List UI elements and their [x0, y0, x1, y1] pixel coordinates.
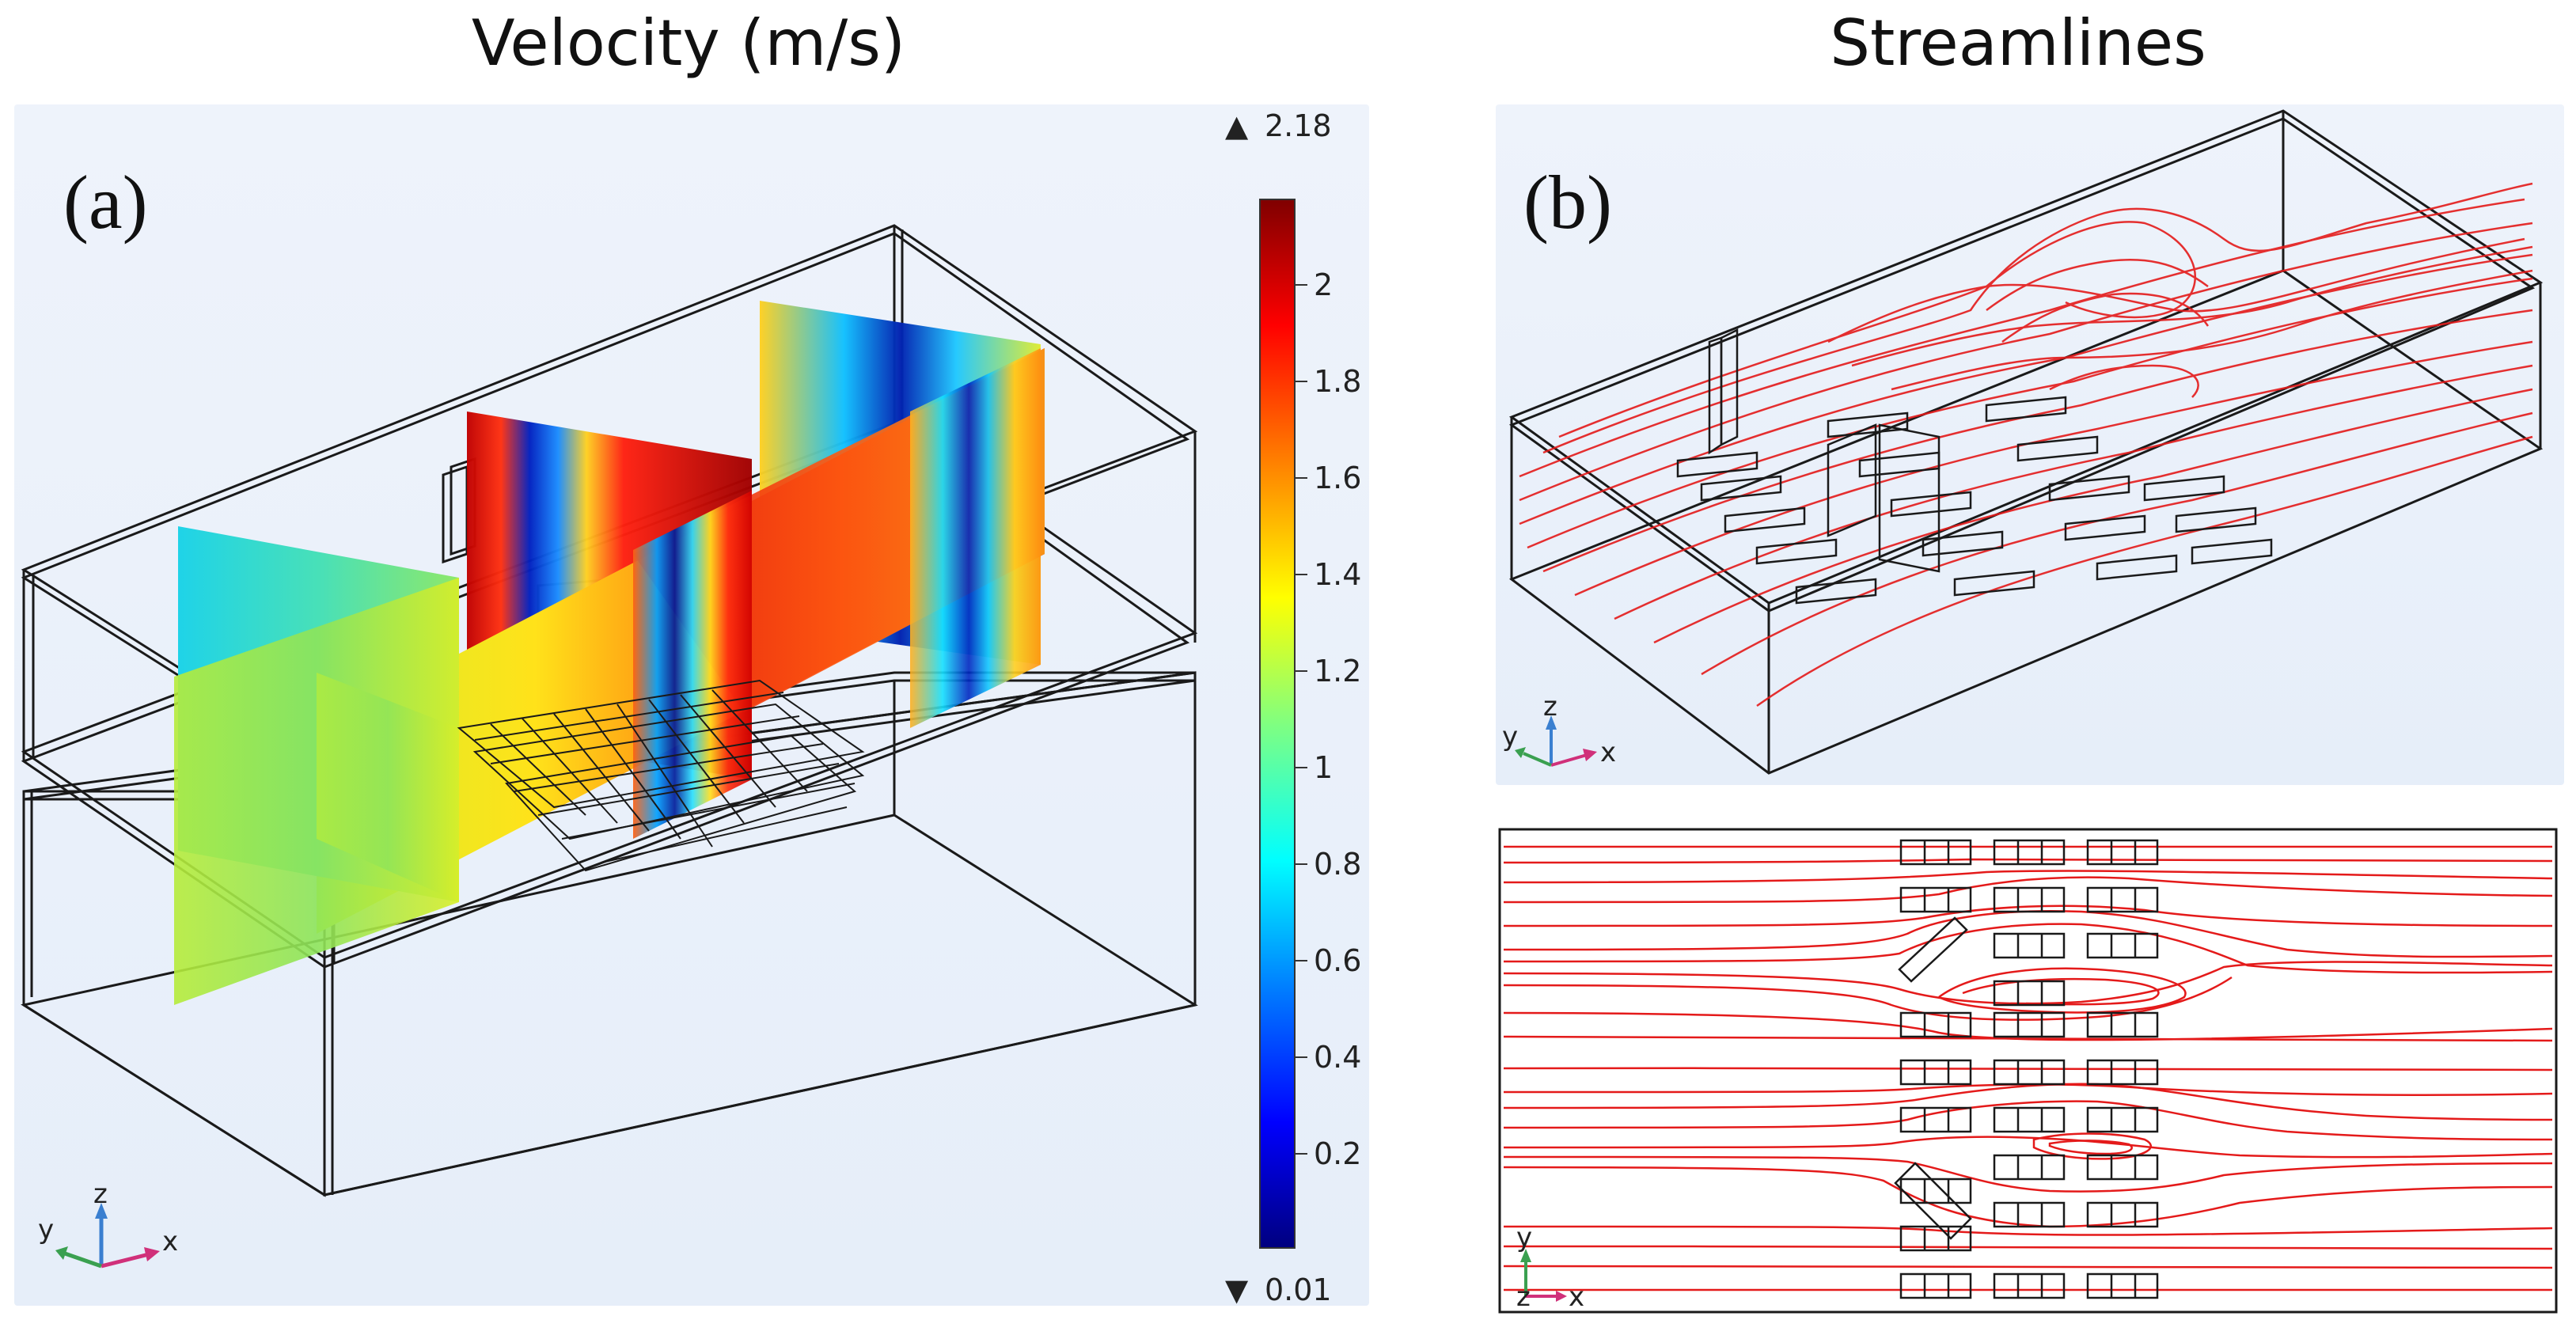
streamlines-plan-view: y z x [1498, 828, 2558, 1314]
streamlines [1519, 182, 2533, 707]
axis-x-label: x [1600, 737, 1616, 768]
colorbar-tick-label: 0.6 [1314, 943, 1361, 978]
channel-box [1508, 109, 2544, 775]
plan-streamlines [1503, 845, 2553, 1291]
colorbar-tick-label: 1 [1314, 750, 1333, 785]
axis-z-label: z [1543, 691, 1557, 722]
colorbar-tick-label: 2 [1314, 267, 1333, 302]
streamlines-3d-panel [1496, 104, 2564, 785]
slice-left-face [317, 673, 459, 902]
panel-a-letter: (a) [63, 160, 148, 245]
colorbar-tick-label: 1.4 [1314, 557, 1361, 592]
colorbar-max-marker: ▲ [1225, 108, 1249, 143]
building-blocks [1676, 328, 2273, 605]
velocity-slices [174, 301, 1045, 1005]
plan-building-grid [1894, 839, 2159, 1299]
colorbar-tick-label: 0.4 [1314, 1040, 1361, 1075]
axis-y-label: y [38, 1214, 54, 1246]
axis-z-label: z [93, 1178, 108, 1210]
colorbar-max-label: 2.18 [1265, 108, 1332, 143]
axis-y-label: y [1516, 1222, 1532, 1253]
velocity-3d-view: 2 1.8 1.6 1.4 1.2 1 0.8 0.6 0.4 0.2 ▲ 2.… [21, 108, 1361, 1307]
axis-triad-b-top [1515, 715, 1597, 767]
colorbar-tick-label: 1.6 [1314, 461, 1361, 495]
building-lattice [457, 679, 865, 872]
colorbar-tick-label: 1.2 [1314, 654, 1361, 688]
panel-b-letter: (b) [1523, 160, 1612, 245]
colorbar-tick-label: 1.8 [1314, 364, 1361, 399]
axis-x-label: x [1569, 1281, 1584, 1313]
colorbar [1259, 199, 1296, 1249]
slice-band-strip [633, 491, 752, 839]
colorbar-min-marker: ▼ [1225, 1272, 1249, 1307]
colorbar-tick-label: 0.2 [1314, 1136, 1361, 1171]
panel-a-title: Velocity (m/s) [471, 6, 906, 80]
axis-x-label: x [162, 1226, 178, 1257]
colorbar-tick-label: 0.8 [1314, 847, 1361, 882]
axis-triad-b-bottom [1520, 1249, 1567, 1302]
axis-y-label: y [1502, 721, 1518, 753]
slice-band-strip-2 [910, 348, 1041, 728]
axis-triad-a [55, 1203, 160, 1269]
streamlines-3d-view: z y x [1502, 109, 2544, 775]
colorbar-min-label: 0.01 [1265, 1272, 1332, 1307]
axis-z-label: z [1516, 1281, 1531, 1313]
colorbar-ticks [1295, 284, 1307, 1155]
panel-b-title: Streamlines [1830, 6, 2206, 80]
